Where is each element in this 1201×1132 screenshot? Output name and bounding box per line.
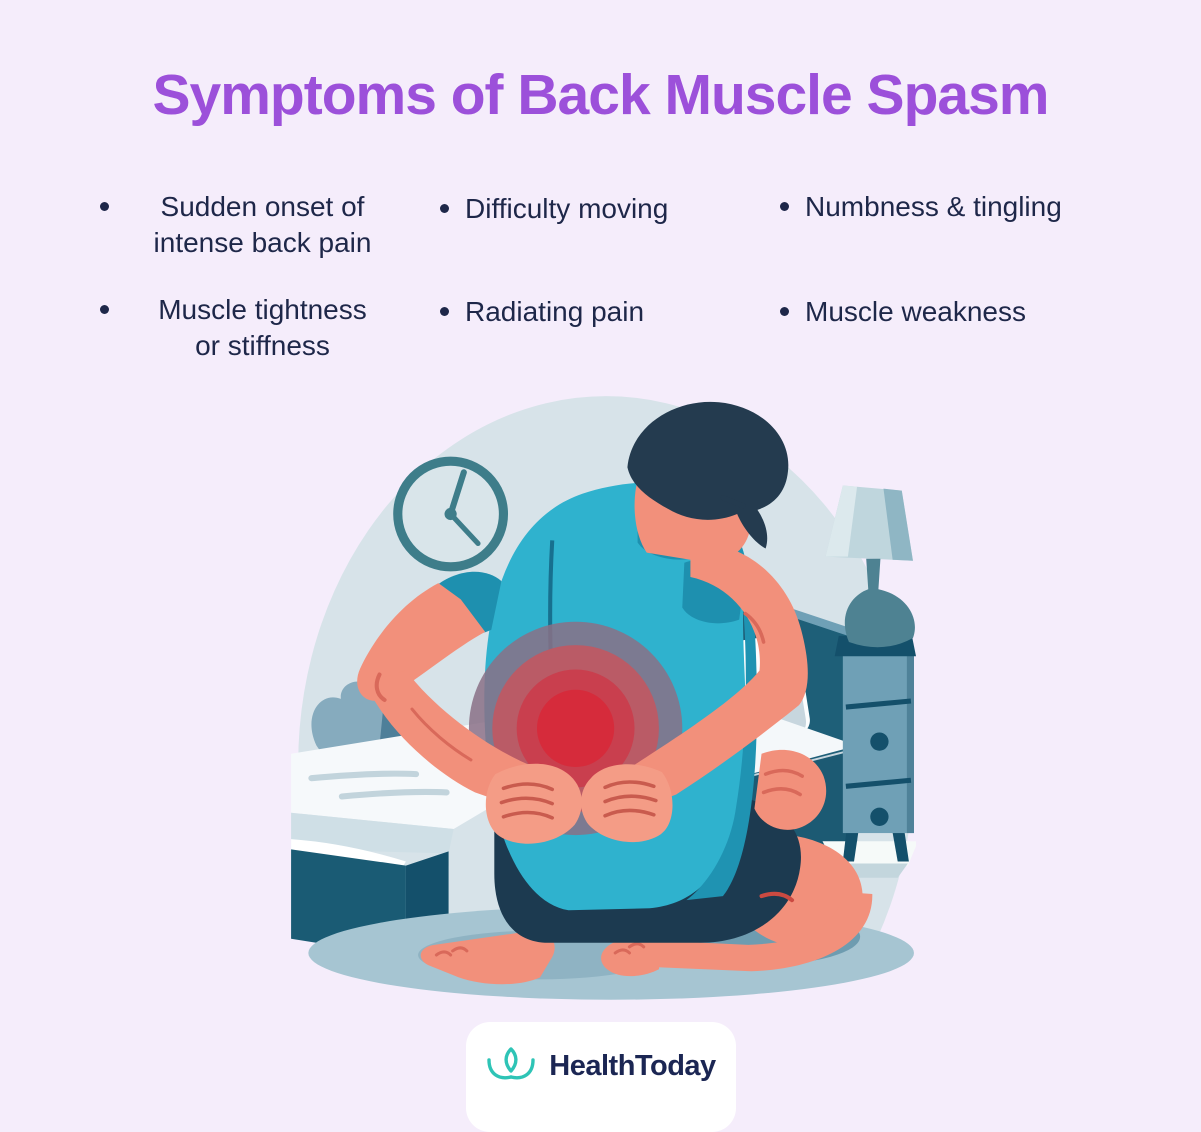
left-foot — [420, 931, 555, 985]
symptom-label: Difficulty moving — [465, 193, 669, 224]
right-foot — [601, 938, 662, 977]
bullet-icon — [440, 307, 449, 316]
nightstand — [822, 485, 919, 878]
right-shin — [657, 892, 873, 972]
bullet-icon — [780, 202, 789, 211]
page-title: Symptoms of Back Muscle Spasm — [152, 63, 1050, 127]
symptom-label: Muscle weakness — [805, 296, 1026, 327]
head — [627, 401, 789, 563]
back-pain-scene — [291, 396, 919, 1000]
bullet-icon — [100, 202, 109, 211]
symptom-label: Sudden onset of intense back pain — [153, 191, 372, 258]
illustration — [286, 388, 919, 1018]
lotus-logo-icon — [487, 1047, 535, 1080]
right-arm — [623, 542, 827, 830]
brand-card: HealthToday — [465, 1022, 736, 1132]
symptom-item: Sudden onset of intense back pain — [100, 189, 410, 261]
wall-clock-icon — [393, 456, 509, 572]
lamp — [825, 485, 915, 648]
hands — [485, 763, 673, 844]
brand-name: HealthToday — [549, 1050, 716, 1082]
symptom-item: Difficulty moving — [440, 191, 668, 227]
infographic-poster: Symptoms of Back Muscle Spasm Sudden ons… — [100, 63, 1062, 1132]
bullet-icon — [780, 307, 789, 316]
symptom-item: Muscle weakness — [780, 294, 1026, 330]
left-arm — [357, 583, 537, 809]
symptom-label: Muscle tightness or stiffness — [158, 294, 367, 361]
bullet-icon — [440, 204, 449, 213]
bullet-icon — [100, 305, 109, 314]
symptom-label: Radiating pain — [465, 296, 645, 327]
symptom-label: Numbness & tingling — [805, 191, 1062, 222]
symptom-item: Muscle tightness or stiffness — [100, 292, 410, 364]
symptom-item: Numbness & tingling — [780, 189, 1062, 225]
symptom-item: Radiating pain — [440, 294, 644, 330]
man-figure — [357, 401, 873, 985]
